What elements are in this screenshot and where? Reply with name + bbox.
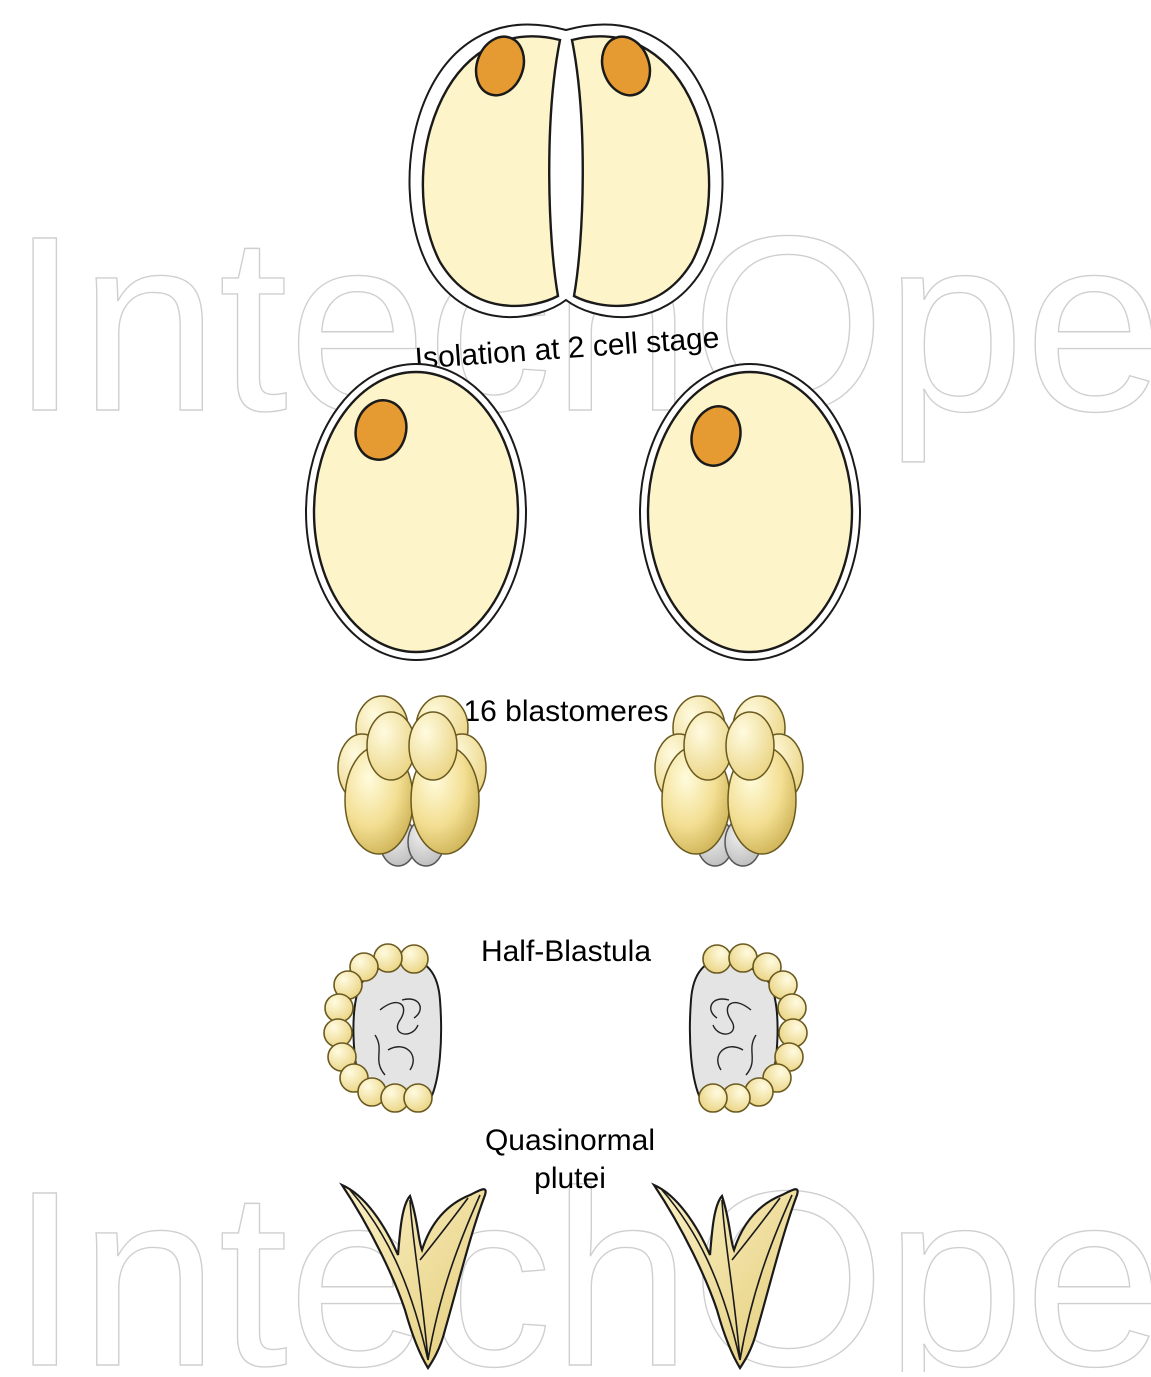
cytoplasm-right bbox=[648, 372, 852, 652]
half-blastula-left bbox=[324, 944, 441, 1112]
isolated-cell-right bbox=[640, 364, 860, 660]
two-cell-embryo bbox=[409, 25, 722, 318]
half-blastula-label: Half-Blastula bbox=[481, 935, 651, 968]
plutei-label-line2: plutei bbox=[534, 1162, 606, 1195]
mesomere bbox=[684, 712, 732, 780]
blastomeres-label: 16 blastomeres bbox=[463, 695, 668, 728]
mesomere bbox=[367, 712, 415, 780]
plutei-label-line1: Quasinormal bbox=[485, 1124, 655, 1157]
mesomere bbox=[726, 712, 774, 780]
sixteen-cell-embryo-right bbox=[655, 696, 803, 866]
half-blastula-right bbox=[690, 944, 807, 1112]
isolated-cell-left bbox=[306, 364, 526, 660]
mesomere bbox=[409, 712, 457, 780]
sixteen-cell-embryo-left bbox=[338, 696, 486, 866]
cytoplasm-left bbox=[314, 372, 518, 652]
